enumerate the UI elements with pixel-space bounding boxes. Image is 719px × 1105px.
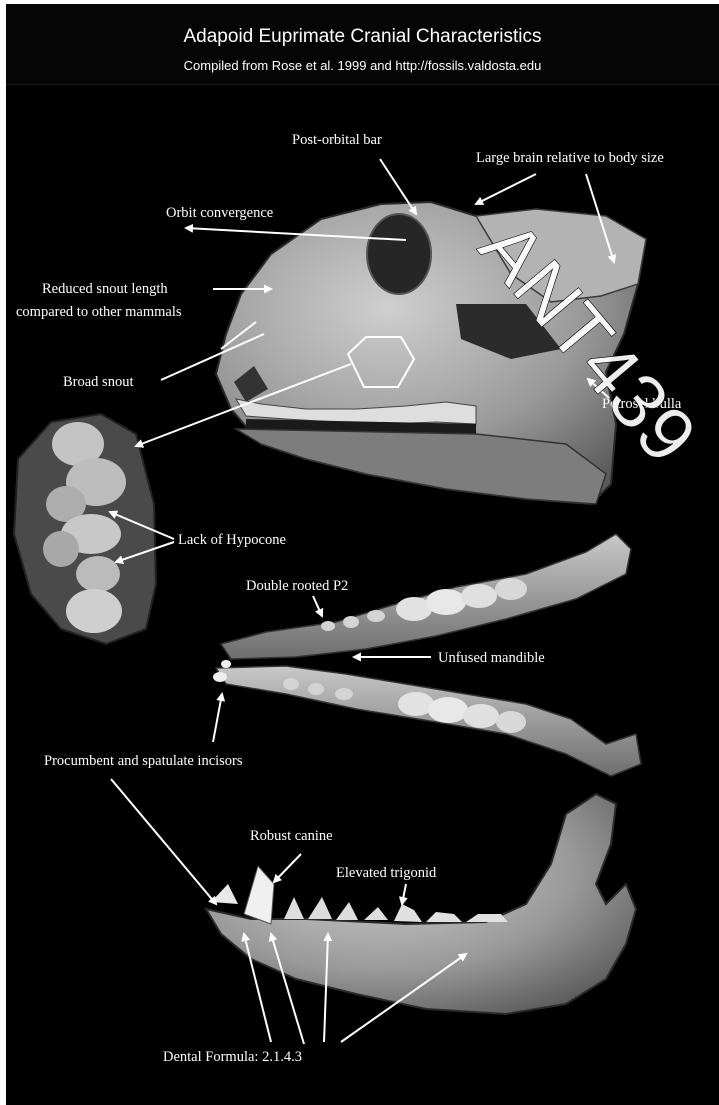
label-reduced-snout-line1: Reduced snout length bbox=[42, 281, 168, 297]
label-lack-of-hypocone: Lack of Hypocone bbox=[178, 532, 286, 548]
upper-teeth-occlusal-view bbox=[14, 414, 156, 644]
label-dental-formula: Dental Formula: 2.1.4.3 bbox=[163, 1049, 302, 1065]
label-orbit-convergence: Orbit convergence bbox=[166, 205, 273, 221]
page-title: Adapoid Euprimate Cranial Characteristic… bbox=[6, 26, 719, 48]
label-broad-snout: Broad snout bbox=[63, 374, 133, 390]
mandible-occlusal-view bbox=[213, 534, 641, 776]
header-banner: Adapoid Euprimate Cranial Characteristic… bbox=[6, 4, 719, 85]
figure-canvas: Post-orbital bar Large brain relative to… bbox=[6, 4, 719, 1105]
label-unfused-mandible: Unfused mandible bbox=[438, 650, 545, 666]
label-robust-canine: Robust canine bbox=[250, 828, 333, 844]
label-post-orbital-bar: Post-orbital bar bbox=[292, 132, 382, 148]
poster: Post-orbital bar Large brain relative to… bbox=[6, 4, 719, 1105]
page-subtitle: Compiled from Rose et al. 1999 and http:… bbox=[6, 58, 719, 73]
label-double-rooted-p2: Double rooted P2 bbox=[246, 578, 348, 594]
label-large-brain: Large brain relative to body size bbox=[476, 150, 664, 166]
label-reduced-snout-line2: compared to other mammals bbox=[16, 304, 182, 320]
label-elevated-trigonid: Elevated trigonid bbox=[336, 865, 437, 881]
mandible-lateral-view bbox=[206, 794, 636, 1014]
label-procumbent-incisors: Procumbent and spatulate incisors bbox=[44, 753, 243, 769]
